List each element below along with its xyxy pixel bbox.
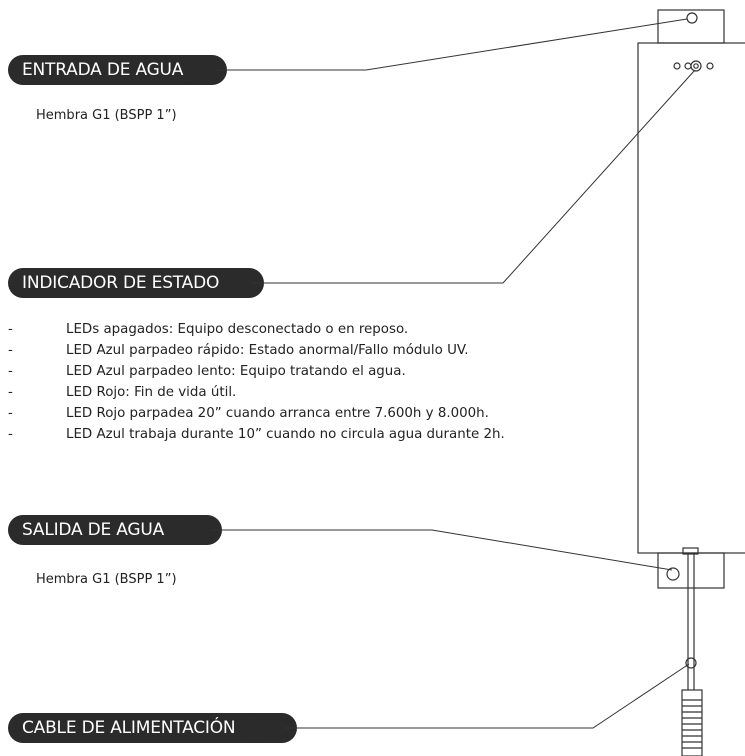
leader-status bbox=[252, 69, 696, 284]
list-item: -LED Rojo: Fin de vida útil. bbox=[8, 385, 237, 400]
led-left bbox=[673, 62, 681, 70]
led-center bbox=[690, 60, 702, 72]
outlet-label: SALIDA DE AGUA bbox=[8, 515, 222, 545]
inlet-label: ENTRADA DE AGUA bbox=[8, 55, 227, 85]
outlet-port bbox=[657, 552, 725, 589]
outlet-spec: Hembra G1 (BSPP 1”) bbox=[36, 572, 177, 587]
power-label: CABLE DE ALIMENTACIÓN bbox=[8, 713, 297, 743]
inlet-port bbox=[657, 9, 725, 44]
led-right bbox=[706, 62, 714, 70]
list-item: -LED Azul trabaja durante 10” cuando no … bbox=[8, 427, 505, 442]
leader-power bbox=[285, 663, 690, 729]
status-label: INDICADOR DE ESTADO bbox=[8, 268, 264, 298]
list-item: -LEDs apagados: Equipo desconectado o en… bbox=[8, 322, 409, 337]
leader-inlet bbox=[215, 18, 688, 71]
device-housing bbox=[637, 42, 745, 554]
status-list: -LEDs apagados: Equipo desconectado o en… bbox=[8, 319, 505, 445]
list-item: -LED Azul parpadeo rápido: Estado anorma… bbox=[8, 343, 469, 358]
power-connector bbox=[681, 689, 703, 756]
leader-outlet bbox=[211, 529, 673, 571]
list-item: -LED Azul parpadeo lento: Equipo tratand… bbox=[8, 364, 406, 379]
list-item: -LED Rojo parpadea 20” cuando arranca en… bbox=[8, 406, 489, 421]
inlet-spec: Hembra G1 (BSPP 1”) bbox=[36, 108, 177, 123]
